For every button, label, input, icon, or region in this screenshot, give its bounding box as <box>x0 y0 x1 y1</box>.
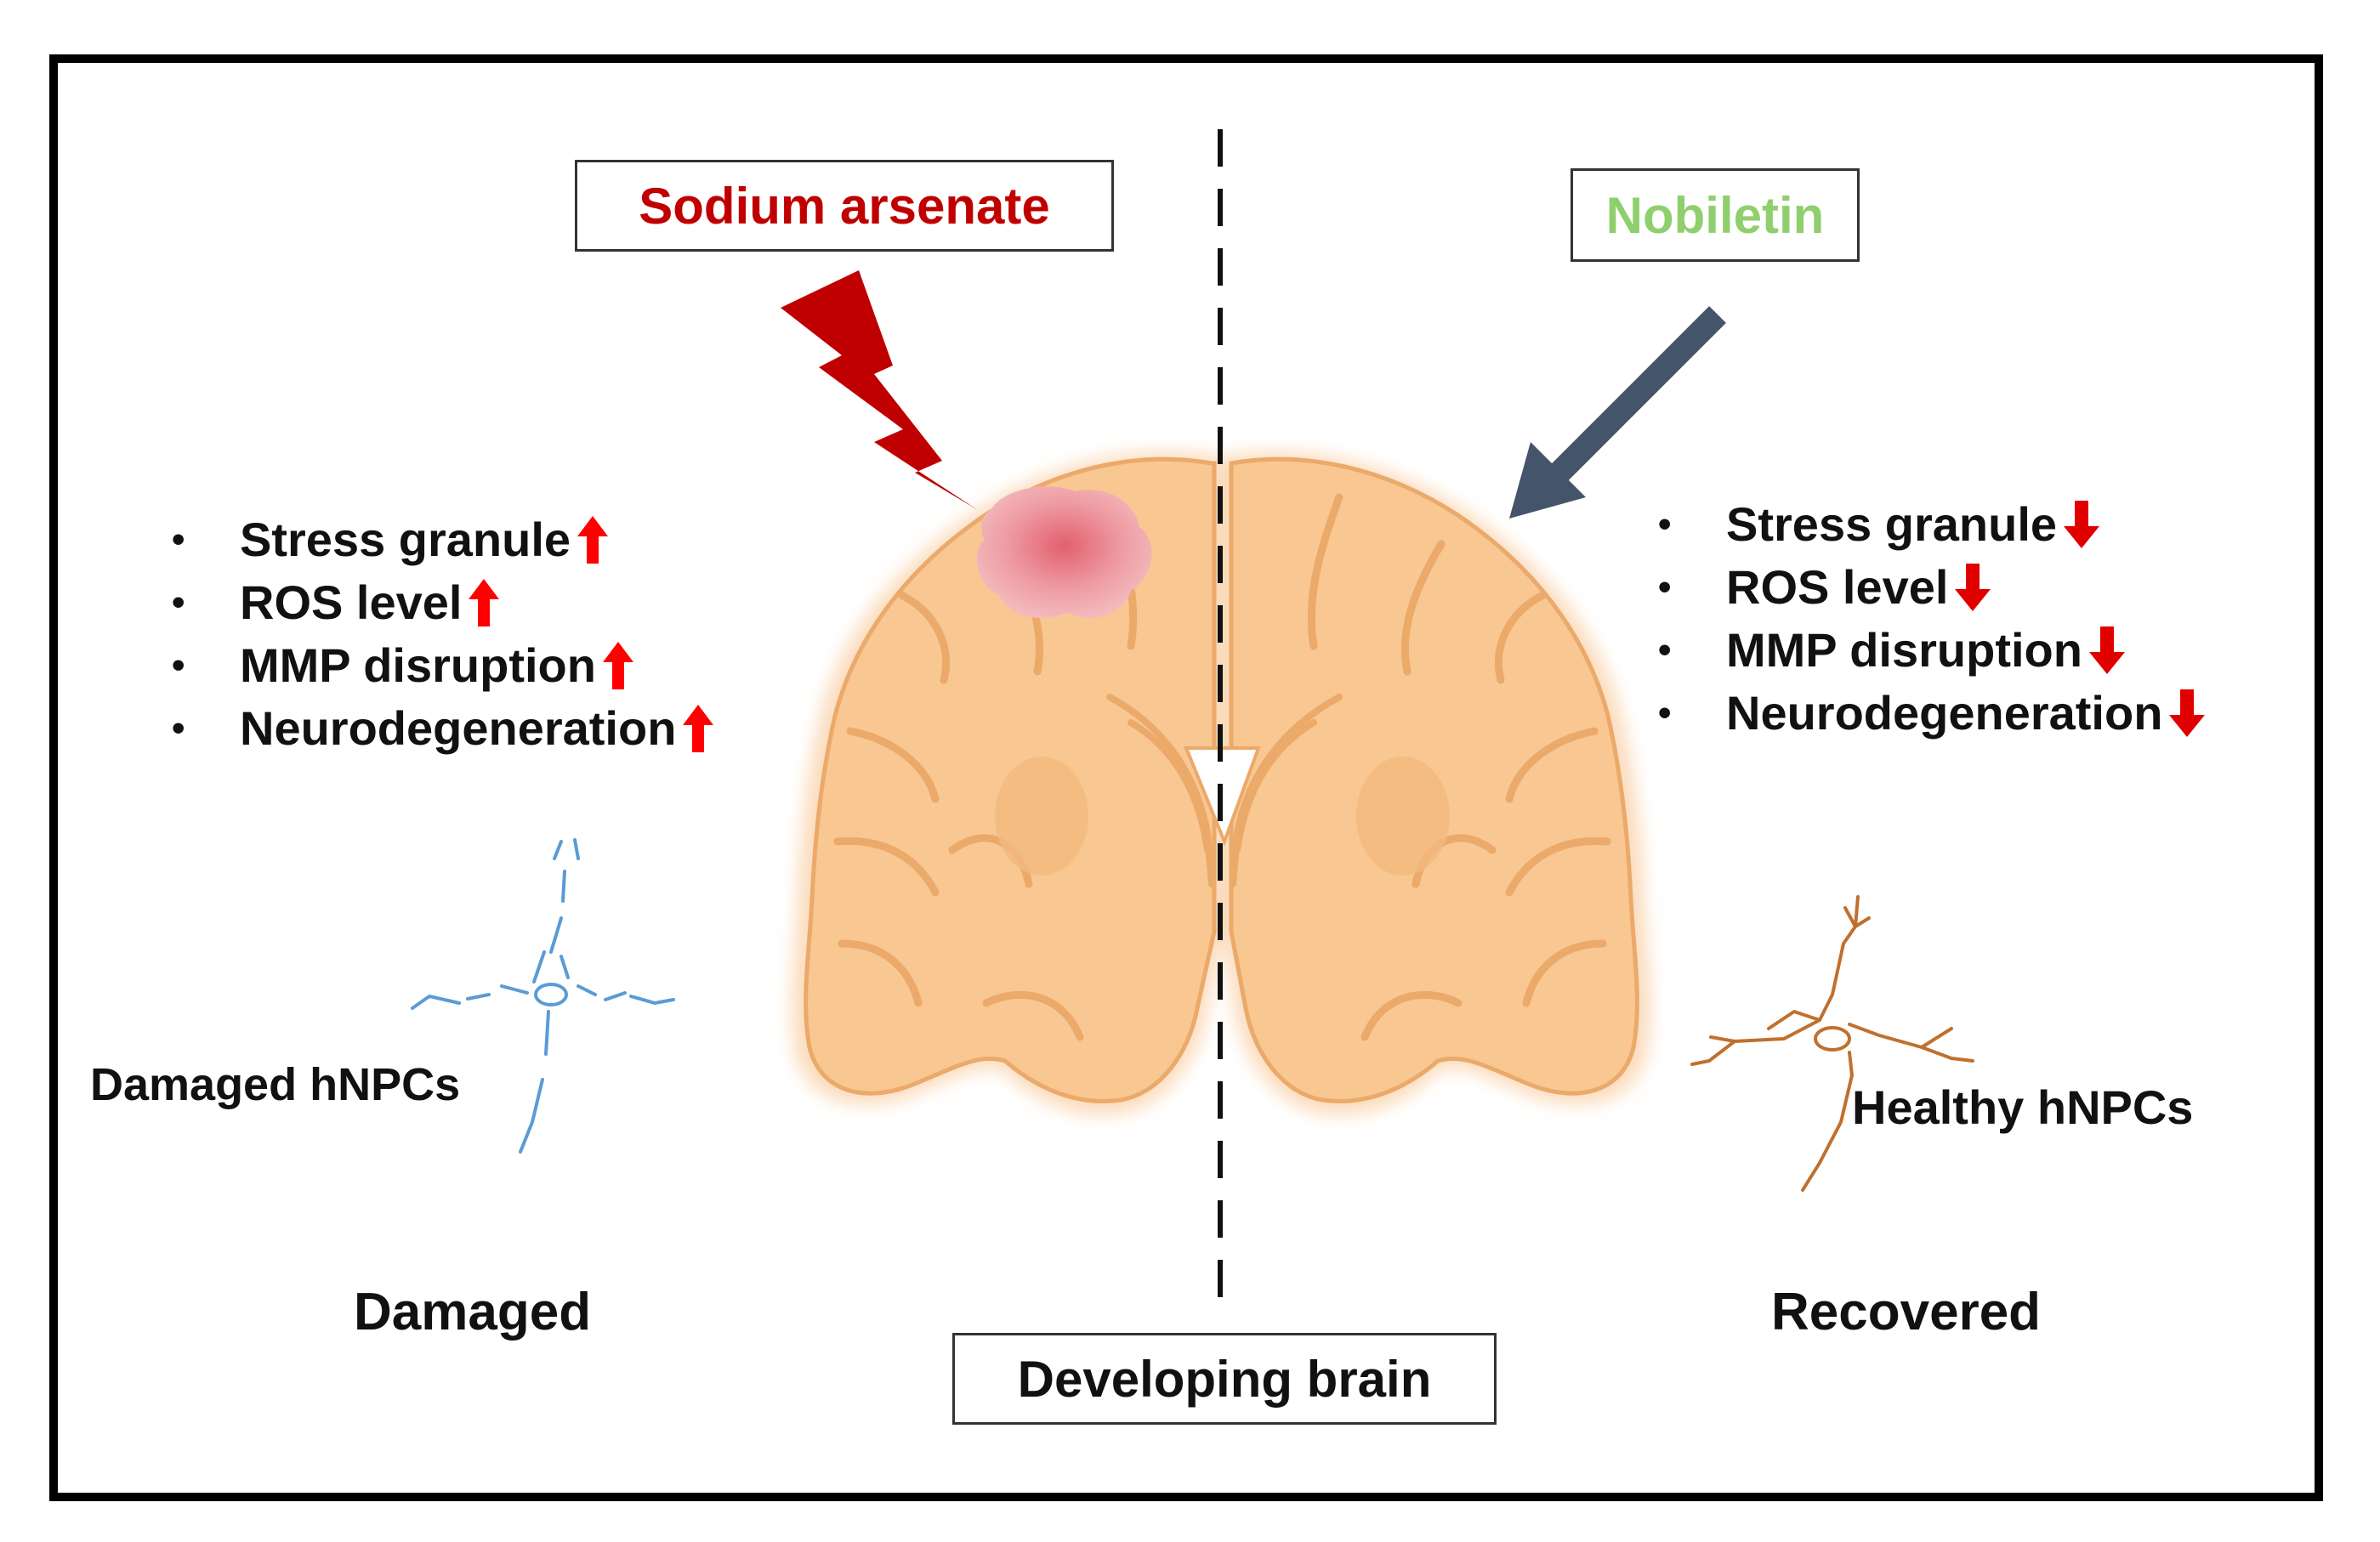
arrow-down-icon <box>1955 564 1991 611</box>
healthy-word: Healthy <box>1852 1080 2025 1134</box>
list-item: •Stress granule <box>1658 493 2207 556</box>
marker-text: Neurodegeneration <box>240 701 677 755</box>
arrow-up-icon <box>577 516 609 564</box>
marker-text: Stress granule <box>1726 497 2058 551</box>
list-item: •Stress granule <box>172 508 715 571</box>
nobiletin-box: Nobiletin <box>1571 168 1860 262</box>
arrow-down-icon <box>2169 689 2206 737</box>
nobiletin-label: Nobiletin <box>1605 186 1825 244</box>
marker-text: Stress granule <box>240 513 571 566</box>
diagonal-arrow-icon <box>1509 306 1726 519</box>
marker-text: ROS level <box>1726 560 1949 614</box>
arrow-up-icon <box>683 705 714 752</box>
list-item: •Neurodegeneration <box>1658 682 2207 745</box>
lesion-area <box>976 486 1152 619</box>
recovered-state-label: Recovered <box>1771 1283 2042 1341</box>
arrow-up-icon <box>602 642 633 689</box>
developing-brain-box: Developing brain <box>952 1333 1497 1425</box>
arrow-down-icon <box>2064 501 2100 548</box>
marker-text: MMP disruption <box>1726 623 2082 677</box>
marker-text: ROS level <box>240 575 463 629</box>
recovered-marker-list: •Stress granule •ROS level •MMP disrupti… <box>1658 493 2207 745</box>
lightning-bolt-icon <box>781 270 978 510</box>
sodium-arsenate-label: Sodium arsenate <box>639 177 1050 235</box>
brain-illustration <box>791 451 1651 1115</box>
hnpcs-word: hNPCs <box>2036 1080 2194 1134</box>
damaged-neuron-illustration <box>411 838 675 1154</box>
marker-text: MMP disruption <box>240 638 596 692</box>
developing-brain-label: Developing brain <box>1017 1350 1432 1408</box>
damaged-hnpcs-label: Damaged hNPCs <box>90 1059 461 1110</box>
list-item: •MMP disruption <box>1658 619 2207 682</box>
list-item: •MMP disruption <box>172 634 715 697</box>
arrow-up-icon <box>469 579 500 626</box>
damaged-state-label: Damaged <box>354 1283 592 1341</box>
list-item: •Neurodegeneration <box>172 697 715 760</box>
list-item: •ROS level <box>172 571 715 634</box>
list-item: •ROS level <box>1658 556 2207 619</box>
marker-text: Neurodegeneration <box>1726 686 2163 740</box>
healthy-hnpcs-label: Healthy hNPCs <box>1852 1080 2193 1135</box>
damaged-marker-list: •Stress granule •ROS level •MMP disrupti… <box>172 508 715 760</box>
sodium-arsenate-box: Sodium arsenate <box>575 160 1114 252</box>
healthy-neuron-illustration <box>1690 895 1974 1192</box>
arrow-down-icon <box>2088 626 2125 674</box>
